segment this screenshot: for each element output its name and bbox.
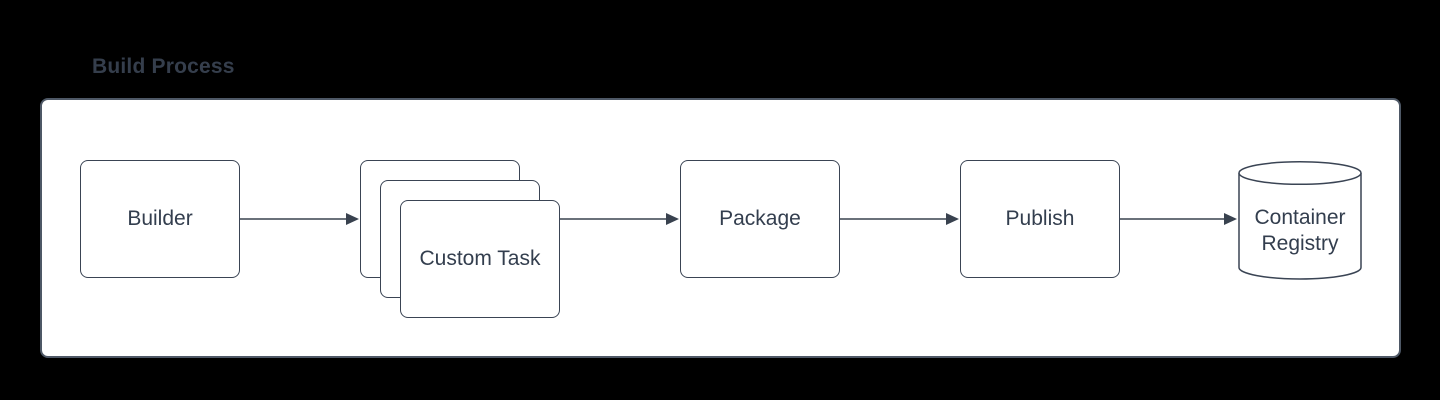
node-package[interactable]: Package: [680, 160, 840, 278]
edge-builder-to-custom-task[interactable]: [240, 213, 359, 225]
edge-publish-to-container-registry[interactable]: [1120, 213, 1237, 225]
arrowhead-icon: [946, 213, 959, 225]
node-custom-task-label: Custom Task: [419, 247, 541, 271]
node-builder-label: Builder: [127, 207, 193, 231]
arrowhead-icon: [1224, 213, 1237, 225]
arrowhead-icon: [666, 213, 679, 225]
diagram-title: Build Process: [92, 55, 235, 78]
node-publish[interactable]: Publish: [960, 160, 1120, 278]
node-package-label: Package: [719, 207, 801, 231]
cylinder-shape-icon: [1238, 161, 1362, 280]
node-custom-task[interactable]: Custom Task: [400, 200, 560, 318]
node-container-registry[interactable]: Container Registry: [1238, 161, 1362, 280]
node-builder[interactable]: Builder: [80, 160, 240, 278]
edge-custom-task-to-package[interactable]: [560, 213, 679, 225]
node-publish-label: Publish: [1005, 207, 1075, 231]
node-container-registry-label: Container Registry: [1254, 205, 1346, 255]
arrowhead-icon: [346, 213, 359, 225]
edge-package-to-publish[interactable]: [840, 213, 959, 225]
